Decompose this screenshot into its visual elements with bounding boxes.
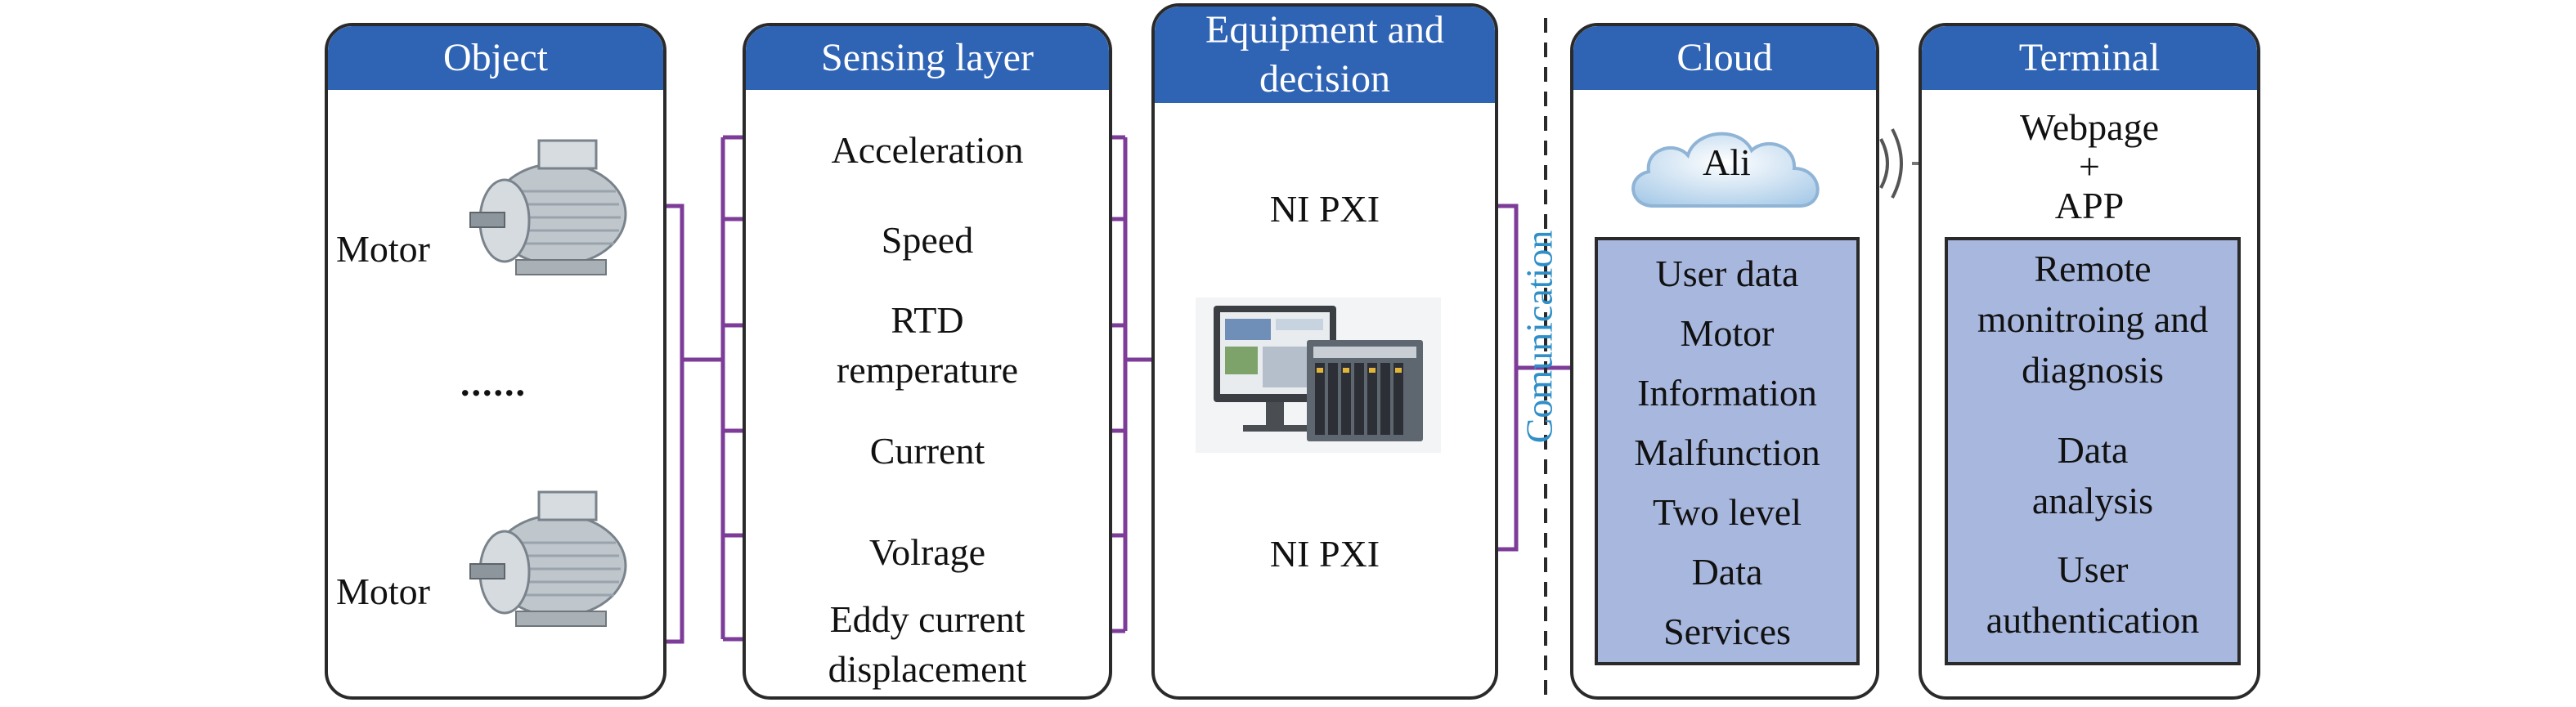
- terminal-header: Terminal: [1922, 26, 2257, 90]
- cloud-item: Information: [1637, 372, 1817, 414]
- cloud-item: Malfunction: [1634, 432, 1820, 473]
- motor-bottom-image: [469, 490, 627, 627]
- sensing-layer-panel: Sensing layer Acceleration Speed RTD rem…: [743, 23, 1112, 700]
- motor-top-image: [469, 139, 627, 275]
- cloud-header: Cloud: [1573, 26, 1876, 90]
- sensing-layer-header: Sensing layer: [746, 26, 1109, 90]
- object-header: Object: [328, 26, 663, 90]
- cloud-panel: Cloud Ali User data Motor Information Ma…: [1570, 23, 1879, 700]
- ali-cloud-icon: [1631, 132, 1820, 208]
- cloud-item: Services: [1663, 611, 1791, 652]
- ni-pxi-workstation-image: [1196, 298, 1441, 453]
- terminal-function-user-authentication: User authentication: [1986, 548, 2200, 641]
- sensing-item-speed: Speed: [881, 219, 974, 261]
- terminal-functions-box: Remote monitroing and diagnosis Data ana…: [1945, 237, 2241, 665]
- sensing-item-acceleration: Acceleration: [831, 129, 1024, 171]
- cloud-services-box: User data Motor Information Malfunction …: [1595, 237, 1860, 665]
- cloud-item: Data: [1691, 551, 1763, 593]
- sensing-item-current: Current: [869, 430, 985, 472]
- communication-label: Comunication: [1518, 230, 1560, 444]
- cloud-item: Two level: [1652, 491, 1802, 533]
- terminal-function-data-analysis: Data analysis: [2031, 429, 2154, 521]
- sensing-item-eddy-current-displacement: Eddy current displacement: [828, 598, 1027, 690]
- sensing-item-rtd-temperature: RTD remperature: [836, 299, 1019, 391]
- equipment-decision-header: Equipment and decision: [1155, 7, 1495, 103]
- ni-pxi-top-label: NI PXI: [1269, 188, 1380, 230]
- terminal-webpage-app: Webpage + APP: [2020, 106, 2159, 226]
- object-panel: Object Motor ......: [325, 23, 666, 700]
- terminal-function-remote-monitoring: Remote monitroing and diagnosis: [1977, 248, 2209, 391]
- equipment-decision-panel: Equipment and decision NI PXI NI PXI: [1151, 3, 1498, 700]
- cloud-item: Motor: [1680, 312, 1775, 354]
- motor-bottom-label: Motor: [336, 571, 430, 612]
- cloud-services-list: User data Motor Information Malfunction …: [1598, 244, 1856, 661]
- ali-cloud-label: Ali: [1703, 141, 1751, 183]
- motor-top-label: Motor: [336, 228, 430, 270]
- terminal-panel: Terminal Webpage + APP Remote monitroing…: [1919, 23, 2260, 700]
- cloud-item: User data: [1655, 253, 1799, 294]
- sensing-item-voltage: Volrage: [868, 531, 986, 573]
- object-ellipsis: ......: [460, 362, 527, 404]
- ni-pxi-bottom-label: NI PXI: [1269, 533, 1380, 575]
